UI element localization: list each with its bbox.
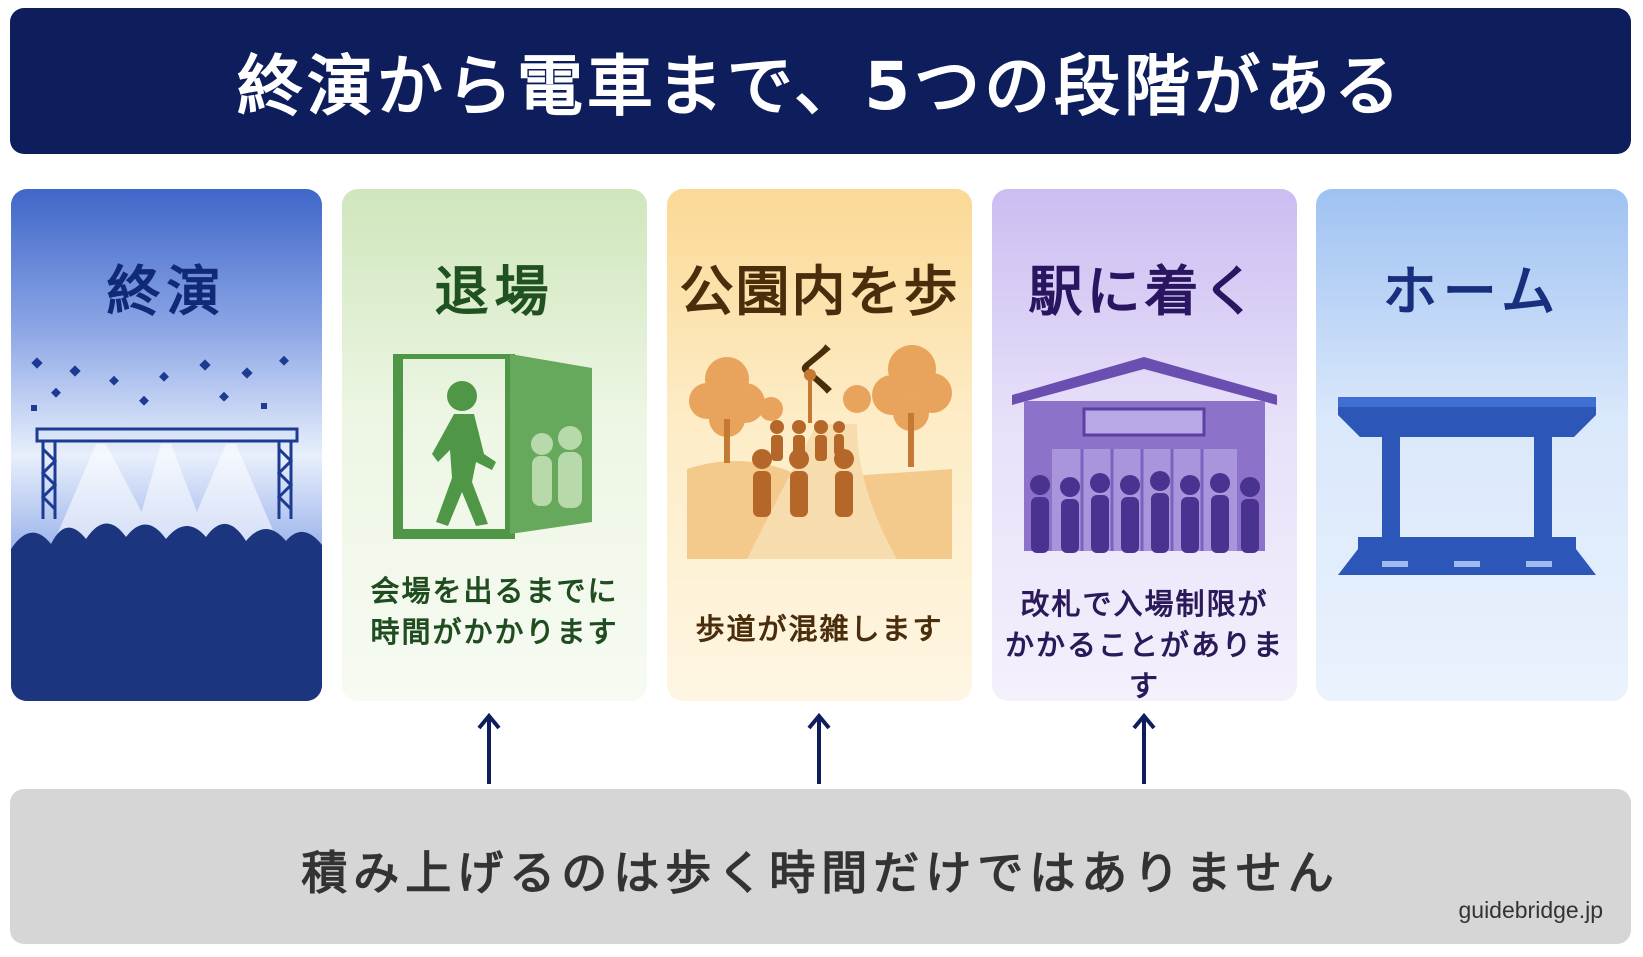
stage-title: ホーム [1382, 260, 1562, 323]
stage-title: 退場 [434, 260, 555, 323]
summary-message: 積み上げるのは歩く時間だけではありません [301, 846, 1340, 900]
stage-card-park-walk: 公園内を歩く 歩道が混雑します [667, 189, 972, 701]
concert-stage-icon [11, 355, 322, 701]
stage-card-concert-end: 終演 [11, 189, 322, 701]
park-walk-icon [687, 345, 952, 559]
platform-icon [1338, 397, 1596, 575]
arrow-up-icon [1132, 712, 1156, 784]
stage-title: 駅に着く [1028, 260, 1261, 323]
stage-title: 終演 [106, 260, 227, 323]
arrow-up-icon [477, 712, 501, 784]
stage-title: 公園内を歩く [679, 260, 960, 402]
stage-description: 歩道が混雑します [695, 612, 944, 646]
stage-card-station-arrival: 駅に着く 改札で入場制限が かかることがあります [992, 189, 1297, 701]
title-banner: 終演から電車まで、5つの段階がある [10, 8, 1631, 154]
stage-card-exit: 退場 会場を出るまでに 時間がかかります [342, 189, 647, 701]
page-title: 終演から電車まで、5つの段階がある [236, 48, 1405, 125]
stage-card-platform: ホーム [1316, 189, 1628, 701]
summary-banner: 積み上げるのは歩く時間だけではありません guidebridge.jp [10, 789, 1631, 944]
station-crowd-icon [1012, 357, 1277, 553]
arrow-up-icon [807, 712, 831, 784]
stage-description: 会場を出るまでに 時間がかかります [370, 574, 619, 649]
site-watermark: guidebridge.jp [1458, 897, 1603, 923]
stage-description: 改札で入場制限が かかることがあります [1004, 587, 1284, 701]
exit-door-icon [393, 354, 592, 539]
